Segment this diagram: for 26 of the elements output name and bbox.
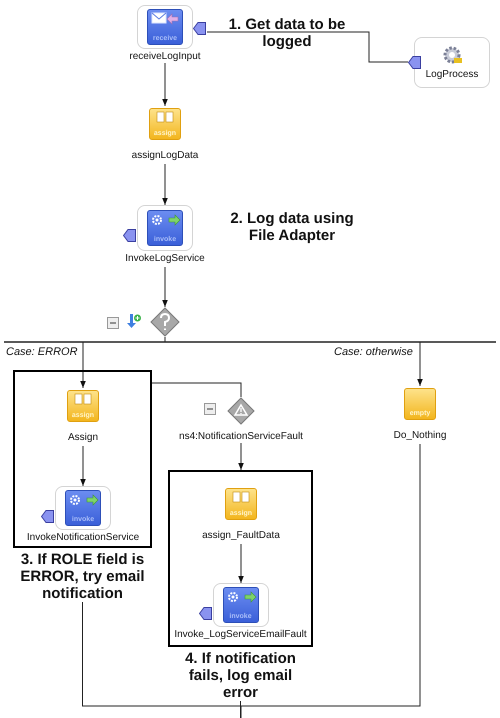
connector-line (206, 32, 408, 62)
connector-line (152, 382, 242, 398)
arrow (162, 164, 168, 206)
activity-name: assign_FaultData (202, 530, 280, 542)
annotation-text: 2. Log data using File Adapter (229, 210, 355, 244)
activity-name: Assign (68, 432, 98, 444)
activity-name: InvokeNotificationService (26, 532, 140, 544)
arrow (238, 442, 244, 470)
arrow (162, 266, 168, 308)
activity-name: Do_Nothing (394, 430, 446, 442)
case-label: Case: otherwise (334, 346, 413, 358)
annotation-text: 1. Get data to be logged (228, 16, 346, 50)
arrow (80, 446, 86, 486)
activity-name: Invoke_LogServiceEmailFault (174, 629, 307, 641)
activity-name: receiveLogInput (129, 51, 201, 63)
case-label: Case: ERROR (6, 346, 78, 358)
fault-name: ns4:NotificationServiceFault (179, 431, 303, 443)
connector-line (240, 700, 241, 718)
activity-name: assignLogData (132, 150, 198, 162)
activity-name: InvokeLogService (125, 253, 205, 265)
partner-name: LogProcess (426, 69, 478, 81)
annotation-text: 4. If notification fails, log email error (184, 650, 297, 701)
annotation-text: 3. If ROLE field is ERROR, try email notification (19, 551, 146, 602)
arrow (238, 544, 244, 584)
arrow (164, 336, 423, 386)
arrow (162, 62, 168, 106)
